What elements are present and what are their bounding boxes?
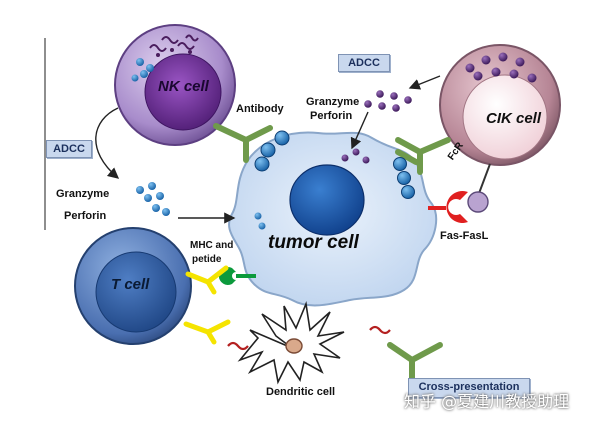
purple-granule	[404, 96, 412, 104]
adcc-box-left: ADCC	[46, 140, 92, 158]
blue-granule	[144, 194, 152, 202]
purple-granule	[390, 92, 398, 100]
blue-granule	[258, 222, 266, 230]
receptor-ball	[401, 185, 415, 199]
watermark: 知乎 @夏建川教授助理	[404, 392, 570, 411]
blue-granule	[156, 192, 164, 200]
adcc-box-top: ADCC	[338, 54, 390, 72]
mhc-and-label: MHC and	[190, 240, 234, 251]
blue-granule	[136, 186, 144, 194]
antibody-nk	[213, 123, 273, 163]
cross-presentation-box: Cross-presentation	[408, 378, 530, 398]
cik-cell-label: CIK cell	[486, 110, 542, 127]
dendritic-cell-label: Dendritic cell	[266, 386, 336, 398]
purple-granule	[378, 102, 386, 110]
fas-fasl-label: Fas-FasL	[440, 230, 489, 242]
t-cell-label: T cell	[111, 276, 150, 293]
fasl-ligand	[467, 191, 489, 213]
cik-cell	[439, 44, 561, 166]
petide-label: petide	[192, 254, 222, 265]
antibody-bottom	[387, 342, 443, 385]
purple-granule	[376, 90, 384, 98]
peptide-squiggle-left	[227, 341, 249, 351]
tumor-cell	[228, 131, 438, 307]
arrow-cik-to-granules	[408, 75, 441, 90]
receptor-ball	[260, 142, 276, 158]
purple-granule	[362, 156, 370, 164]
granzyme-top-label: Granzyme	[306, 96, 360, 108]
purple-granule	[392, 104, 400, 112]
blue-granule	[152, 204, 160, 212]
purple-granule	[352, 148, 360, 156]
blue-granule	[162, 208, 170, 216]
nk-cell	[114, 24, 236, 146]
antibody-cik	[395, 137, 451, 175]
receptor-ball	[254, 156, 270, 172]
tumor-cell-label: tumor cell	[268, 232, 359, 253]
nk-cell-label: NK cell	[158, 78, 209, 95]
purple-granule	[341, 154, 349, 162]
t-cell	[74, 227, 192, 345]
purple-granule	[364, 100, 372, 108]
dendritic-cell	[237, 301, 345, 385]
arrow-nk-to-granules	[95, 107, 120, 179]
receptor-ball	[393, 157, 407, 171]
perforin-top-label: Perforin	[310, 110, 353, 122]
fas-receptor	[446, 191, 468, 223]
perforin-left-label: Perforin	[64, 210, 107, 222]
tumor-nucleus	[289, 164, 365, 236]
granzyme-left-label: Granzyme	[56, 188, 110, 200]
receptor-ball	[274, 130, 290, 146]
blue-granule	[148, 182, 156, 190]
arrow-granules-to-tumor-top	[350, 111, 369, 150]
receptor-ball	[397, 171, 411, 185]
antibody-label: Antibody	[236, 103, 284, 115]
blue-granule	[254, 212, 262, 220]
fasl-stalk	[477, 163, 491, 197]
peptide-squiggle-right	[369, 325, 391, 335]
